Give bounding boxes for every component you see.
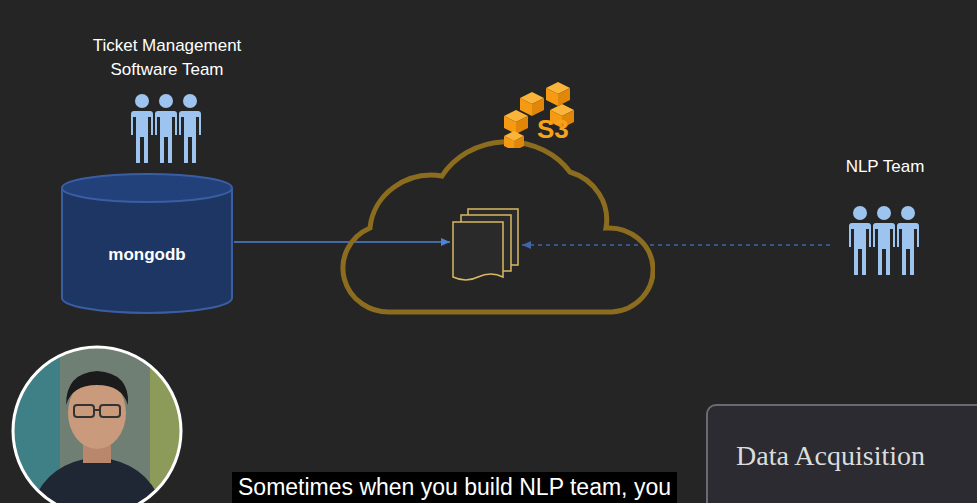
team-heading: Ticket Management Software Team [67, 34, 267, 82]
people-icon [128, 92, 205, 166]
database-label: mongodb [60, 244, 234, 266]
cloud-node: S3 [330, 76, 655, 321]
section-title: Data Acquisition [736, 439, 925, 473]
data-flow-arrow [234, 241, 450, 243]
cloud-outline [330, 76, 655, 321]
team-node: NLP Team [830, 152, 940, 282]
s3-label: S3 [537, 114, 569, 144]
data-flow-arrow [522, 244, 830, 246]
team-label: NLP Team [830, 156, 940, 178]
subtitle-caption: Sometimes when you build NLP team, you [232, 472, 677, 503]
section-box: Data Acquisition [706, 404, 977, 503]
webcam-illustration [0, 345, 195, 503]
people-icon [846, 204, 923, 278]
document-stack [450, 207, 522, 281]
database-cylinder [60, 172, 234, 316]
database-node: Ticket Management Software Teammongodb [60, 30, 234, 316]
